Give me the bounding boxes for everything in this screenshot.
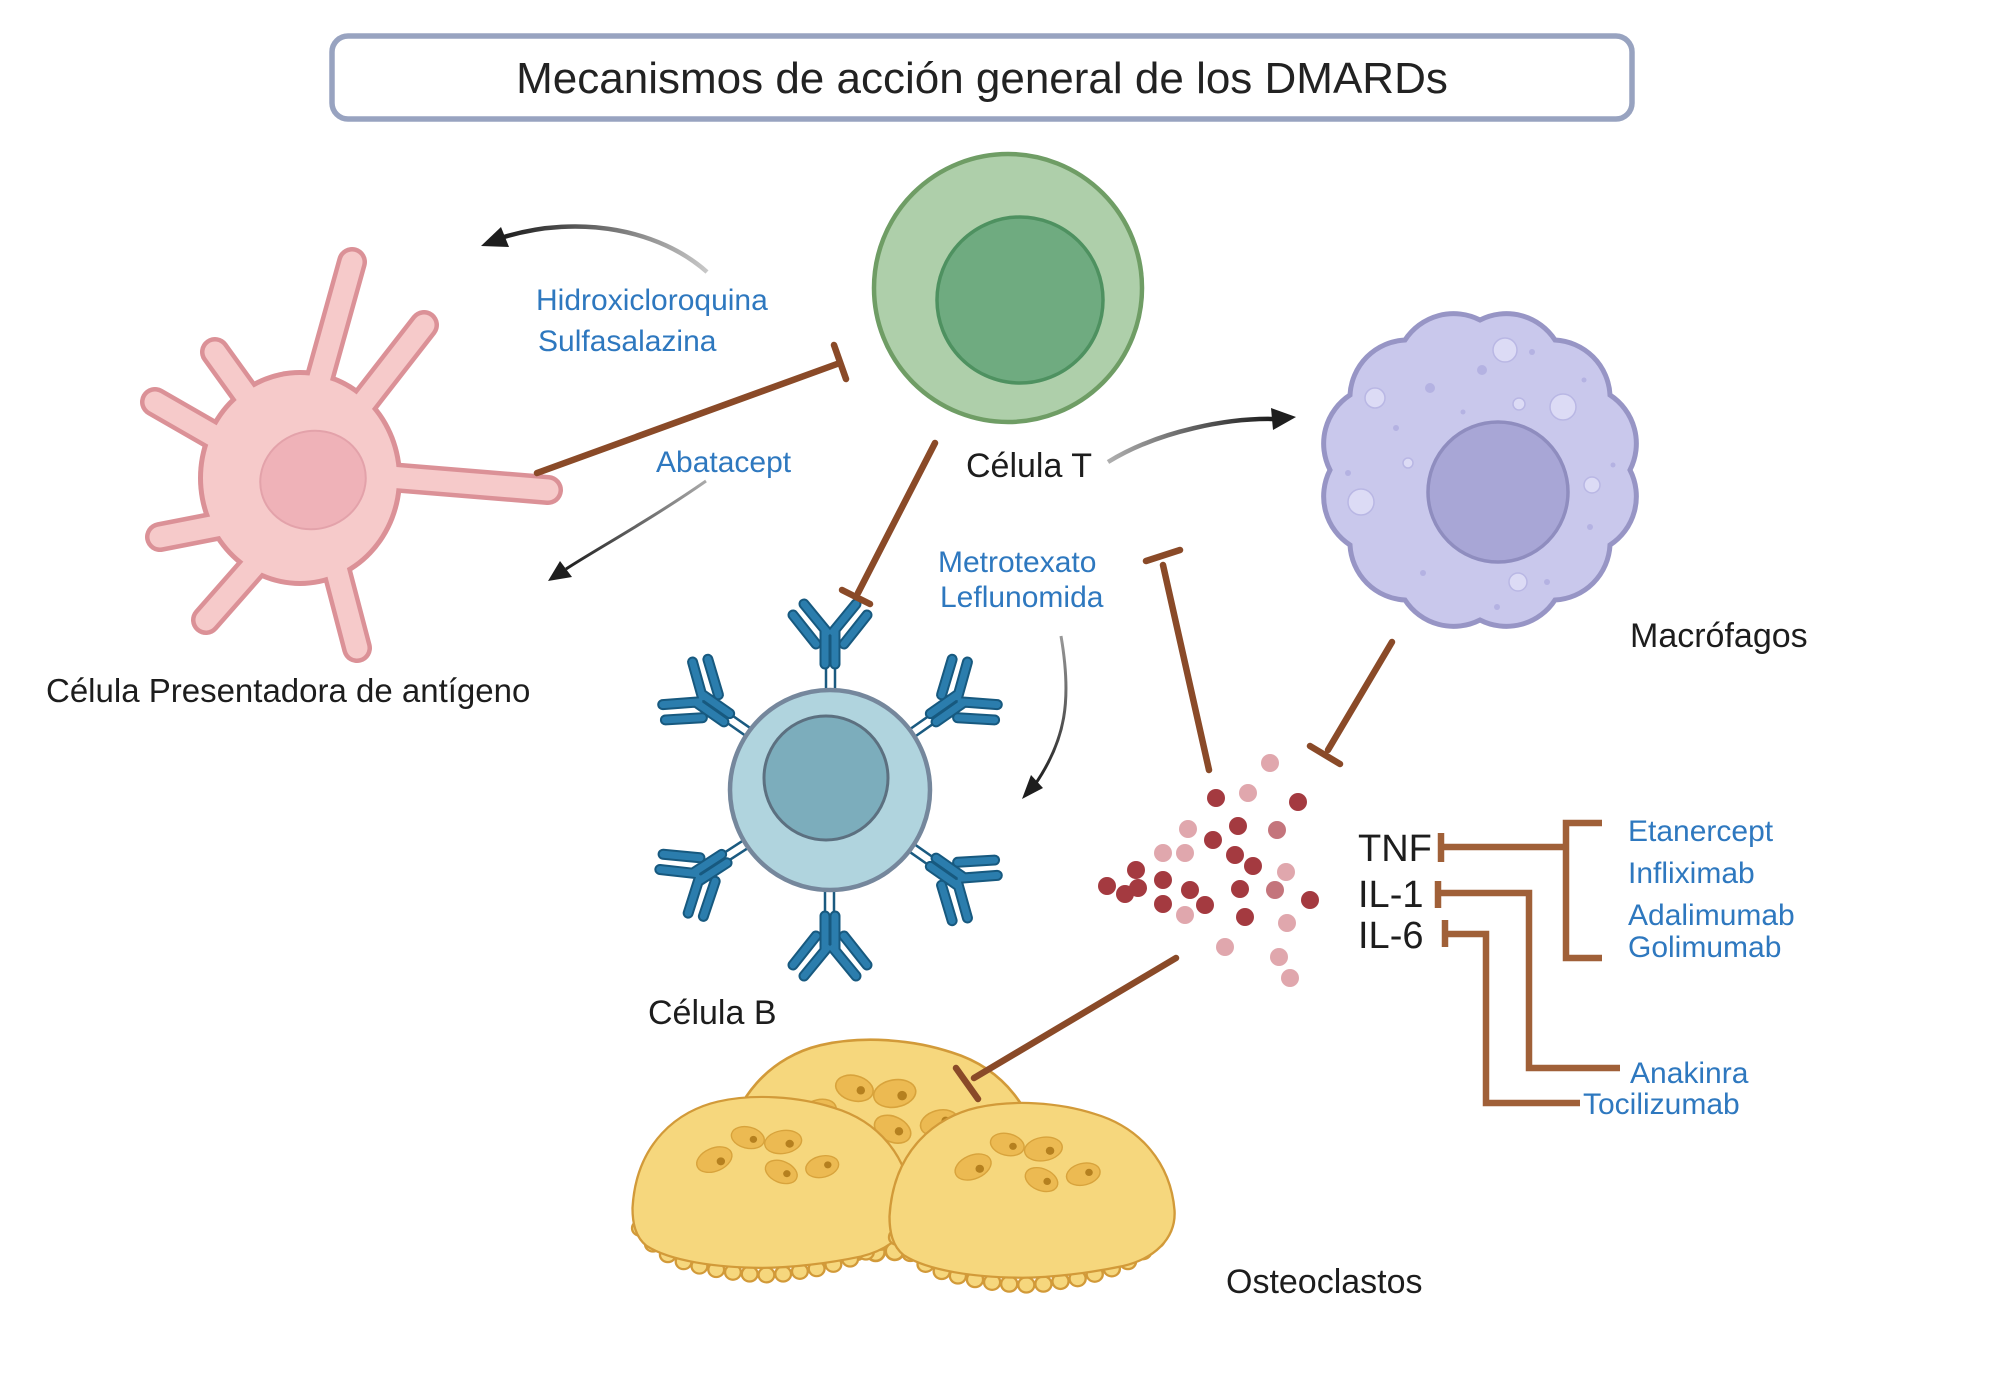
cytokine-dot xyxy=(1289,793,1307,811)
cytokine-dot xyxy=(1278,914,1296,932)
cytokine-block: TNF IL-1 IL-6 Etanercept Infliximab Adal… xyxy=(1358,815,1795,1121)
drug-adalimumab: Adalimumab xyxy=(1628,899,1795,932)
inhibition-lines xyxy=(533,341,1396,1103)
macrophage-vesicles xyxy=(1347,337,1601,592)
inhibitor-apc-tcell xyxy=(533,341,850,477)
drug-golimumab: Golimumab xyxy=(1628,931,1781,964)
cytokine-dot xyxy=(1277,863,1295,881)
tnf-label: TNF xyxy=(1358,828,1432,870)
arrows xyxy=(481,224,1296,799)
macrophage-nucleus xyxy=(1426,420,1570,564)
cytokine-dot xyxy=(1270,948,1288,966)
arrow-tcell-to-apc xyxy=(503,224,709,274)
arrow-mtx-to-bcell xyxy=(1032,635,1068,787)
drug-infliximab: Infliximab xyxy=(1628,857,1755,890)
t-cell-label: Célula T xyxy=(966,447,1092,485)
il1-drug-line xyxy=(1441,889,1620,1072)
drug-abatacept: Abatacept xyxy=(656,446,792,479)
inhibitor-cytokines-osteoclasts xyxy=(952,954,1180,1103)
apc-cell xyxy=(140,247,563,663)
inhibitor-macrophage-cytokines xyxy=(1306,638,1396,768)
cytokine-dot xyxy=(1216,938,1234,956)
osteoclast-cells xyxy=(630,1038,1176,1294)
cytokine-dot xyxy=(1268,821,1286,839)
cytokine-dot xyxy=(1154,844,1172,862)
arrow-tcell-to-macrophage xyxy=(1106,416,1275,464)
drug-anakinra: Anakinra xyxy=(1630,1057,1749,1090)
cytokine-dot xyxy=(1226,846,1244,864)
inhibitor-tcell-bcell xyxy=(838,439,939,608)
inhibitor-cytokines-up xyxy=(1142,546,1213,774)
drug-methotrexate: Metrotexato xyxy=(938,546,1096,579)
cytokine-dot xyxy=(1301,891,1319,909)
drug-etanercept: Etanercept xyxy=(1628,815,1774,848)
title-box: Mecanismos de acción general de los DMAR… xyxy=(329,33,1635,122)
cytokine-dot xyxy=(1231,880,1249,898)
cytokine-dot xyxy=(1176,844,1194,862)
cytokine-dot xyxy=(1127,861,1145,879)
cytokine-dot xyxy=(1098,877,1116,895)
cytokine-dot xyxy=(1154,871,1172,889)
cytokine-dot xyxy=(1181,881,1199,899)
cytokine-dot xyxy=(1266,881,1284,899)
arrowhead-icon xyxy=(1271,408,1296,430)
drug-leflunomide: Leflunomida xyxy=(940,581,1104,614)
cytokine-dot xyxy=(1239,784,1257,802)
arrowhead-icon xyxy=(548,561,572,581)
cytokine-dot xyxy=(1179,820,1197,838)
macrophage-label: Macrófagos xyxy=(1630,617,1808,655)
antibody-icon xyxy=(793,890,867,976)
osteoclast xyxy=(887,1101,1176,1294)
tnf-drug-bracket xyxy=(1562,819,1602,962)
apc-nucleus xyxy=(259,429,367,531)
drug-sulfasalazine: Sulfasalazina xyxy=(538,325,717,358)
cytokine-dot xyxy=(1229,817,1247,835)
osteoclasts-label: Osteoclastos xyxy=(1226,1263,1423,1301)
drug-brackets xyxy=(1434,819,1620,1107)
apc-label: Célula Presentadora de antígeno xyxy=(46,672,530,709)
arrowhead-icon xyxy=(481,227,509,247)
cytokine-dot xyxy=(1261,754,1279,772)
antibody-icon xyxy=(793,604,867,690)
cytokine-dot xyxy=(1154,895,1172,913)
drug-tocilizumab: Tocilizumab xyxy=(1583,1088,1740,1121)
t-cell xyxy=(871,151,1145,425)
arrow-abatacept-to-apc xyxy=(565,479,707,571)
macrophage-cell xyxy=(1321,311,1639,629)
il6-drug-line xyxy=(1448,930,1580,1107)
cytokine-dots xyxy=(1098,754,1319,987)
b-cell xyxy=(654,604,1004,976)
drug-hydroxychloroquine: Hidroxicloroquina xyxy=(536,284,768,317)
page-title: Mecanismos de acción general de los DMAR… xyxy=(516,54,1448,103)
cytokine-dot xyxy=(1196,896,1214,914)
il6-label: IL-6 xyxy=(1358,915,1423,957)
b-cell-label: Célula B xyxy=(648,994,777,1032)
il1-label: IL-1 xyxy=(1358,874,1423,916)
cytokine-dot xyxy=(1204,831,1222,849)
osteoclast xyxy=(630,1095,913,1284)
cytokine-dot xyxy=(1236,908,1254,926)
b-cell-nucleus xyxy=(762,714,890,842)
cytokine-dot xyxy=(1129,879,1147,897)
cytokine-dot xyxy=(1176,906,1194,924)
t-cell-nucleus xyxy=(935,215,1105,385)
cytokine-dot xyxy=(1244,857,1262,875)
cytokine-dot xyxy=(1207,789,1225,807)
cytokine-dot xyxy=(1281,969,1299,987)
arrowhead-icon xyxy=(1022,775,1043,799)
